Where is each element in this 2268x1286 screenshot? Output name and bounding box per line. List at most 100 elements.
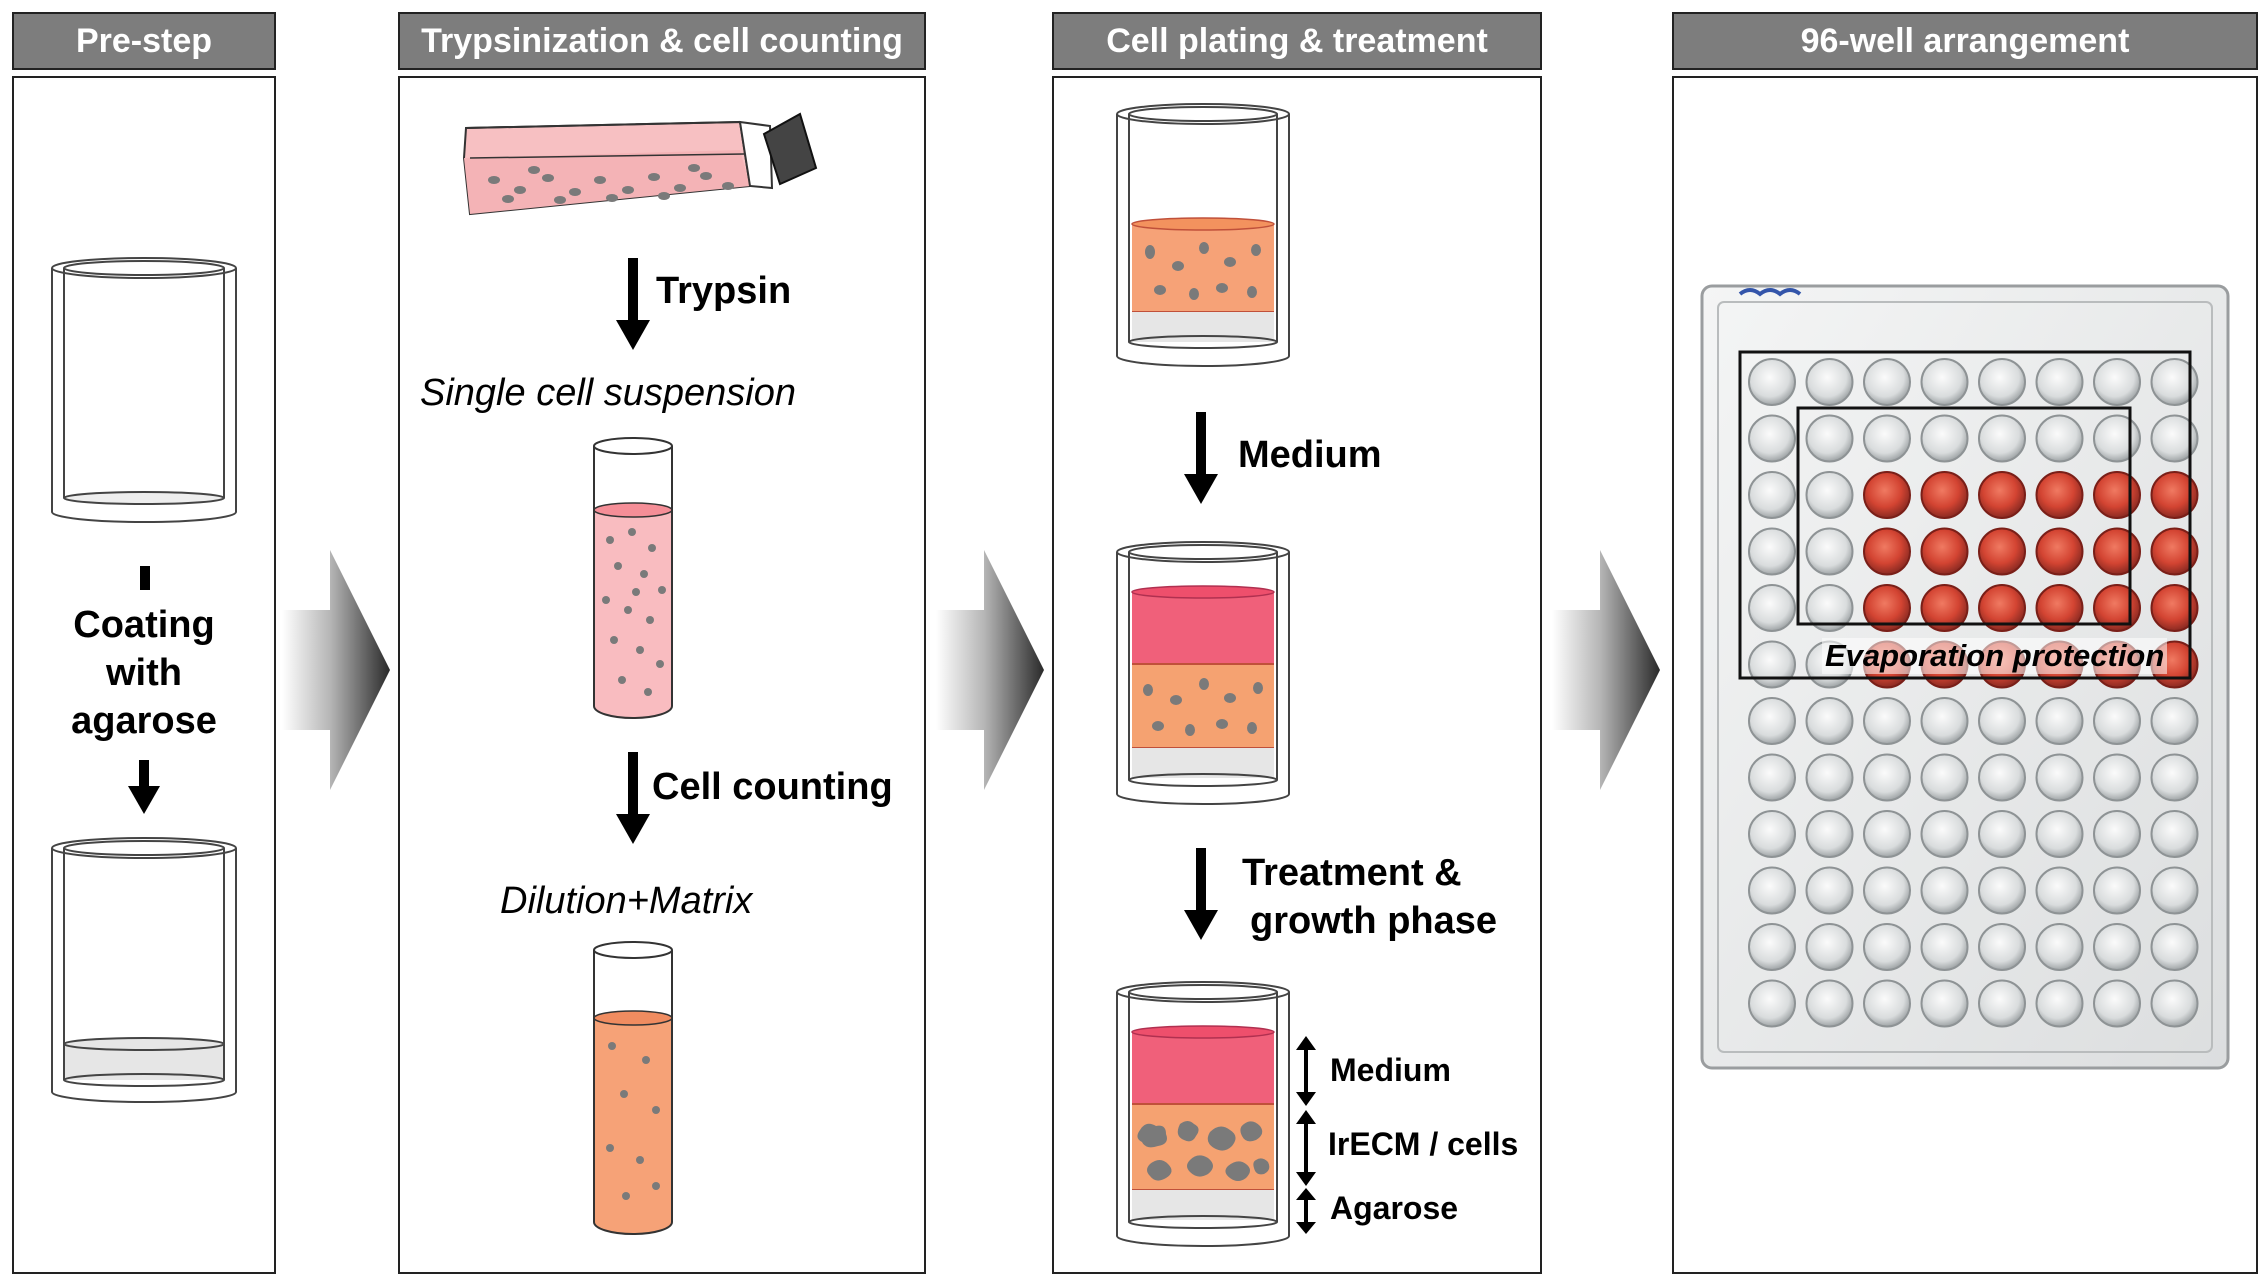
plate-well-filled bbox=[1863, 471, 1911, 519]
plate-well-filled bbox=[1978, 471, 2026, 519]
plate-well-empty bbox=[1978, 358, 2026, 406]
short-bar-icon bbox=[140, 566, 150, 590]
evaporation-protection-box bbox=[1738, 350, 2192, 680]
plate-well-empty bbox=[2093, 358, 2141, 406]
header-arrangement: 96-well arrangement bbox=[1672, 12, 2258, 70]
plate-well-empty bbox=[1978, 979, 2026, 1028]
plate-well-empty bbox=[1805, 697, 1854, 745]
plate-well-filled bbox=[2035, 527, 2084, 576]
plate-well-filled bbox=[1920, 584, 1969, 632]
plate-well-empty bbox=[2035, 923, 2084, 971]
plate-well-empty bbox=[1978, 414, 2026, 463]
plate-well-empty bbox=[1748, 697, 1796, 745]
plate-well-empty bbox=[1805, 753, 1854, 802]
header-plating: Cell plating & treatment bbox=[1052, 12, 1542, 70]
plate-well-empty bbox=[1748, 979, 1796, 1028]
plate-well-empty bbox=[1863, 358, 1911, 406]
plate-well-empty bbox=[2035, 866, 2084, 915]
well-cells-plated bbox=[1116, 103, 1290, 367]
big-arrow-2 bbox=[936, 550, 1044, 790]
plate-well-empty bbox=[2150, 414, 2199, 463]
plate-well-empty bbox=[2093, 697, 2141, 745]
down-arrow-medium bbox=[1184, 412, 1218, 504]
plate-well-empty bbox=[2150, 979, 2199, 1028]
tube-single-cell bbox=[593, 437, 673, 719]
well-plate-96 bbox=[1700, 284, 2230, 1070]
plate-well-filled bbox=[1920, 471, 1969, 519]
empty-well bbox=[51, 257, 237, 523]
plate-well-empty bbox=[2093, 866, 2141, 915]
plate-well-empty bbox=[2093, 979, 2141, 1028]
plate-well-empty bbox=[1978, 810, 2026, 858]
tube-dilution-matrix bbox=[593, 941, 673, 1235]
plate-well-filled bbox=[1920, 527, 1969, 576]
plate-well-empty bbox=[1748, 640, 1796, 689]
plate-well-empty bbox=[1920, 697, 1969, 745]
dilution-matrix-label: Dilution+Matrix bbox=[500, 880, 753, 922]
layer-arrows bbox=[1296, 1036, 1316, 1234]
down-arrow-prestep bbox=[128, 760, 160, 814]
plate-well-empty bbox=[1805, 923, 1854, 971]
layer-medium-label: Medium bbox=[1330, 1052, 1451, 1088]
plate-well-empty bbox=[1805, 979, 1854, 1028]
plate-well-empty bbox=[1920, 923, 1969, 971]
plate-well-empty bbox=[1748, 584, 1796, 632]
plate-well-empty bbox=[1863, 697, 1911, 745]
plate-well-empty bbox=[2093, 753, 2141, 802]
big-arrow-3 bbox=[1552, 550, 1660, 790]
plate-well-filled bbox=[2150, 471, 2199, 519]
plate-well-empty bbox=[1978, 753, 2026, 802]
plate-well-empty bbox=[2035, 414, 2084, 463]
treatment-label-line1: Treatment & bbox=[1242, 852, 1462, 894]
plate-well-empty bbox=[1805, 584, 1854, 632]
header-prestep: Pre-step bbox=[12, 12, 276, 70]
plate-well-filled bbox=[2035, 584, 2084, 632]
down-arrow-treatment bbox=[1184, 848, 1218, 940]
plate-well-empty bbox=[1863, 979, 1911, 1028]
plate-well-filled bbox=[2150, 584, 2199, 632]
treatment-label-line2: growth phase bbox=[1250, 900, 1498, 942]
plate-well-filled bbox=[2150, 527, 2199, 576]
plate-well-empty bbox=[1748, 753, 1796, 802]
plate-well-empty bbox=[2035, 753, 2084, 802]
plate-well-empty bbox=[1920, 753, 1969, 802]
trypsin-label: Trypsin bbox=[656, 270, 792, 312]
well-growth-phase bbox=[1116, 981, 1290, 1247]
agarose-coated-well bbox=[51, 837, 237, 1103]
plate-well-empty bbox=[2035, 358, 2084, 406]
plate-well-empty bbox=[2093, 810, 2141, 858]
plate-well-empty bbox=[1805, 358, 1854, 406]
evaporation-protection-label: Evaporation protection bbox=[1822, 638, 2168, 674]
plate-well-empty bbox=[1748, 471, 1796, 519]
down-arrow-counting bbox=[616, 752, 650, 844]
plate-well-empty bbox=[1863, 414, 1911, 463]
plate-well-empty bbox=[1863, 923, 1911, 971]
plate-well-empty bbox=[1748, 866, 1796, 915]
plate-well-empty bbox=[1805, 471, 1854, 519]
plate-well-empty bbox=[2150, 810, 2199, 858]
plate-well-empty bbox=[1863, 753, 1911, 802]
plate-well-empty bbox=[1863, 866, 1911, 915]
coating-label-line3: agarose bbox=[71, 700, 217, 742]
plate-well-filled bbox=[1863, 584, 1911, 632]
coating-label-line2: with bbox=[106, 652, 182, 694]
plate-well-empty bbox=[2150, 923, 2199, 971]
sample-wells-box bbox=[1796, 406, 2132, 626]
plate-well-filled bbox=[2035, 471, 2084, 519]
plate-well-empty bbox=[1805, 527, 1854, 576]
plate-well-empty bbox=[2035, 979, 2084, 1028]
plate-well-filled bbox=[1978, 584, 2026, 632]
down-arrow-trypsin bbox=[616, 258, 650, 350]
culture-flask bbox=[462, 112, 818, 216]
plate-well-empty bbox=[2150, 697, 2199, 745]
plate-well-empty bbox=[1978, 697, 2026, 745]
plate-well-empty bbox=[1863, 810, 1911, 858]
plate-well-empty bbox=[2093, 923, 2141, 971]
single-cell-suspension-label: Single cell suspension bbox=[420, 372, 797, 414]
layer-agarose-label: Agarose bbox=[1330, 1190, 1459, 1226]
plate-well-empty bbox=[2150, 358, 2199, 406]
plate-well-empty bbox=[1748, 923, 1796, 971]
plate-well-filled bbox=[2093, 527, 2141, 576]
plate-well-empty bbox=[1920, 810, 1969, 858]
